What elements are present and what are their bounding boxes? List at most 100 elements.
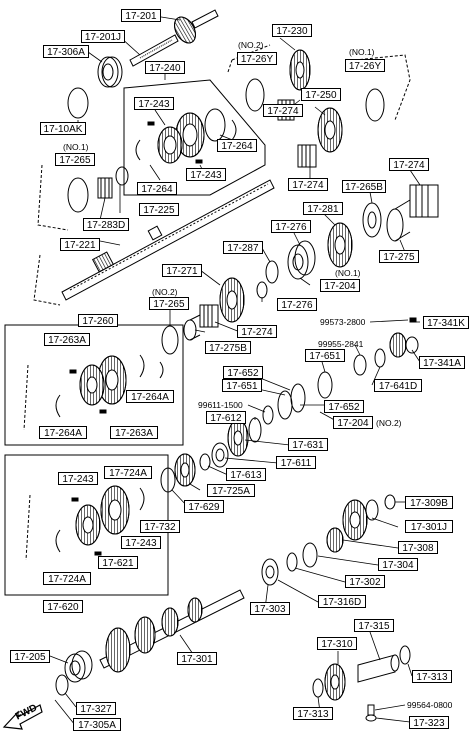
label-17-302: 17-302 — [345, 575, 385, 588]
label-17-316d: 17-316D — [318, 595, 366, 608]
label-17-225: 17-225 — [139, 203, 179, 216]
label-17-323: 17-323 — [409, 716, 449, 729]
label-17-724a-bottom: 17-724A — [43, 572, 91, 585]
label-17-276-top: 17-276 — [271, 220, 311, 233]
synchro-17-612 — [248, 417, 262, 443]
label-17-301j: 17-301J — [405, 520, 453, 533]
bearing-17-283d — [97, 177, 113, 199]
snap-ring-99955 — [353, 354, 367, 376]
label-17-264-left: 17-264 — [137, 182, 177, 195]
label-17-204-no1: 17-204 — [320, 279, 360, 292]
bearing-17-205 — [64, 650, 93, 683]
label-17-10ak: 17-10AK — [40, 122, 86, 135]
washer-17-313b — [399, 645, 411, 665]
label-17-265-no2: 17-265 — [149, 297, 189, 310]
label-17-250: 17-250 — [301, 88, 341, 101]
label-17-620: 17-620 — [43, 600, 83, 613]
label-17-201j: 17-201J — [81, 30, 125, 43]
needle-bearing-17-274-mid — [297, 144, 317, 168]
label-17-26y-no1: 17-26Y — [345, 59, 385, 72]
label-17-612: 17-612 — [206, 411, 246, 424]
label-17-205: 17-205 — [10, 650, 50, 663]
gear-17-613 — [199, 453, 211, 471]
note-no1-left: (NO.1) — [63, 142, 89, 152]
label-17-631: 17-631 — [288, 438, 328, 451]
gear-17-271 — [219, 277, 245, 323]
label-17-281: 17-281 — [303, 202, 343, 215]
ring-17-652b — [277, 390, 293, 420]
note-no2-204: (NO.2) — [376, 418, 402, 428]
sleeve-17-275 — [386, 199, 411, 242]
gear-17-230 — [289, 49, 311, 91]
synchro-ring-no1-top — [365, 88, 385, 122]
label-17-629: 17-629 — [184, 500, 224, 513]
gear-17-309b — [384, 494, 396, 510]
label-17-26y-no2: 17-26Y — [237, 52, 277, 65]
gear-17-265b — [362, 202, 382, 238]
washer-17-313a — [312, 678, 324, 698]
label-17-264-right: 17-264 — [217, 139, 257, 152]
snap-ring-99611 — [262, 405, 274, 425]
gear-17-308 — [326, 527, 344, 553]
label-17-305a: 17-305A — [73, 718, 121, 731]
washer-17-302 — [286, 552, 298, 572]
input-shaft — [129, 9, 219, 67]
label-17-204-no2: 17-204 — [333, 416, 373, 429]
fwd-arrow-icon — [2, 704, 43, 730]
washer-17-641d — [374, 348, 386, 368]
label-17-310: 17-310 — [317, 637, 357, 650]
bearing-17-274-center — [199, 304, 219, 328]
label-17-651-top: 17-651 — [305, 349, 345, 362]
label-17-275: 17-275 — [379, 250, 419, 263]
label-17-341a: 17-341A — [419, 356, 465, 369]
dashed-guide-260 — [23, 364, 29, 431]
sleeve-17-275b — [183, 314, 201, 341]
label-17-274-right: 17-274 — [389, 158, 429, 171]
label-17-309b: 17-309B — [405, 496, 453, 509]
washer-17-276b — [256, 281, 268, 299]
synchro-hub-17-620 — [55, 485, 145, 556]
bearing-17-274-right — [409, 184, 439, 218]
synchro-ring-no2-mid — [161, 325, 179, 355]
label-17-240: 17-240 — [145, 61, 185, 74]
label-17-313-right: 17-313 — [412, 670, 452, 683]
label-17-308: 17-308 — [398, 541, 438, 554]
bearing-17-303 — [261, 558, 279, 586]
label-17-243-bottom: 17-243 — [186, 168, 226, 181]
label-17-274-center: 17-274 — [237, 325, 277, 338]
label-17-315: 17-315 — [354, 619, 394, 632]
gear-17-304 — [302, 542, 318, 568]
dashed-guide-left — [37, 164, 69, 231]
label-17-274-mid: 17-274 — [288, 178, 328, 191]
idler-gear-17-310 — [324, 663, 346, 701]
main-shaft-17-221 — [61, 179, 275, 301]
gear-17-631 — [227, 419, 249, 457]
label-17-724a-top: 17-724A — [104, 466, 152, 479]
label-17-306a: 17-306A — [43, 45, 89, 58]
label-17-243-top: 17-243 — [134, 97, 174, 110]
label-17-274-top: 17-274 — [263, 104, 303, 117]
bearing-17-611 — [211, 442, 229, 468]
gear-17-250 — [317, 107, 343, 153]
label-17-265b: 17-265B — [342, 180, 386, 193]
label-17-275b: 17-275B — [205, 341, 251, 354]
label-17-641d: 17-641D — [374, 379, 422, 392]
box-17-620 — [4, 454, 169, 596]
synchro-hub-17-260 — [55, 354, 164, 418]
note-99564-0800: 99564-0800 — [407, 700, 453, 710]
note-no1-top: (NO.1) — [349, 47, 375, 57]
ring-17-651a — [317, 371, 333, 399]
thrust-washer-17-225 — [115, 166, 129, 186]
washer-17-327 — [55, 674, 69, 696]
snap-ring-17-10ak — [67, 87, 89, 119]
leader-lines — [49, 15, 421, 726]
bearing-17-276 — [287, 240, 316, 280]
label-17-276-bottom: 17-276 — [277, 298, 317, 311]
note-99611-1500: 99611-1500 — [198, 400, 243, 410]
gear-17-301j — [342, 499, 379, 541]
bearing-17-306a — [97, 56, 123, 88]
note-no2-mid: (NO.2) — [152, 287, 178, 297]
label-17-265-no1: 17-265 — [55, 153, 95, 166]
